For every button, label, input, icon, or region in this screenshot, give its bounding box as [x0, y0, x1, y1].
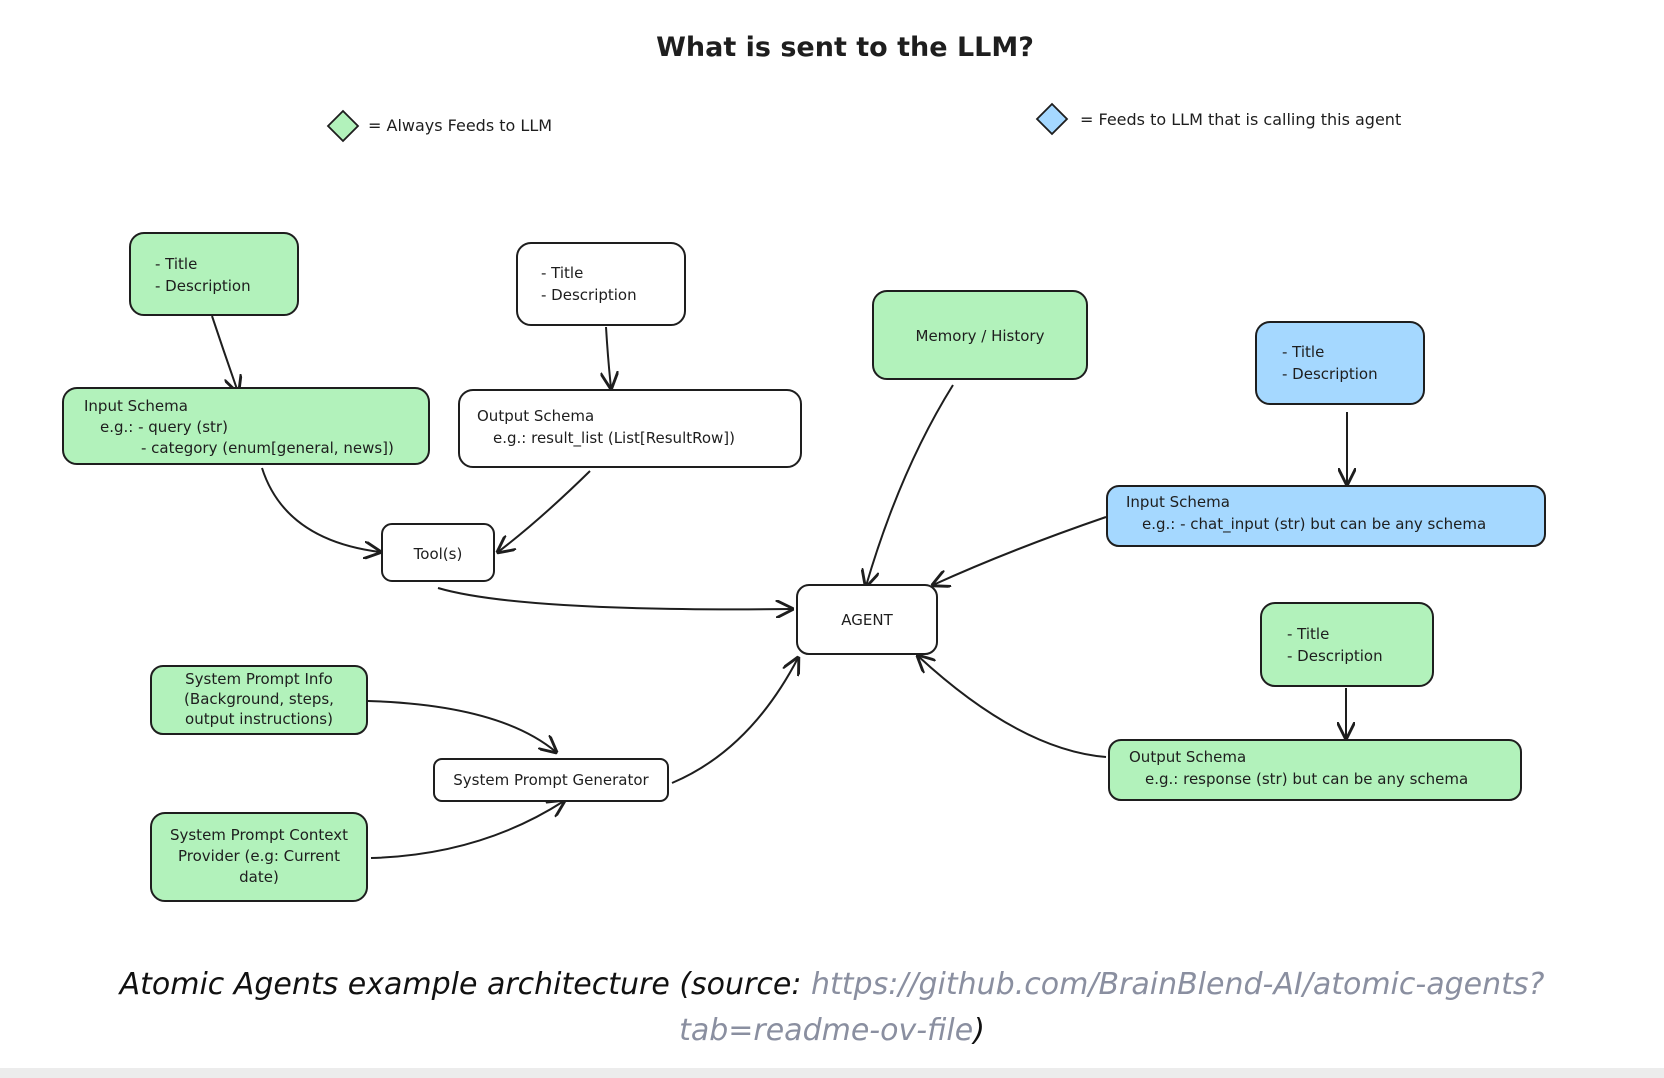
svg-text:Tool(s): Tool(s) [413, 545, 463, 563]
edge-memory-to-agent [866, 384, 954, 586]
calling-input-title-description-node: - Title - Description [1255, 321, 1425, 405]
calling-input-schema-node: Input Schema e.g.: - chat_input (str) bu… [1106, 485, 1546, 547]
input-schema-node: Input Schema e.g.: - query (str) - categ… [62, 387, 430, 465]
edge-output-schema-right-to-agent [918, 656, 1107, 758]
legend-calling: = Feeds to LLM that is calling this agen… [1035, 102, 1401, 136]
svg-text:Provider (e.g: Current: Provider (e.g: Current [178, 847, 340, 865]
svg-text:System Prompt Info: System Prompt Info [185, 670, 333, 688]
caption-close: ) [973, 1013, 985, 1048]
figure-caption: Atomic Agents example architecture (sour… [20, 962, 1644, 1054]
blue-diamond-icon [1035, 102, 1069, 136]
output-right-title-description-node: - Title - Description [1260, 602, 1434, 687]
output-title-description-node: - Title - Description [516, 242, 686, 326]
green-diamond-icon [326, 109, 360, 143]
output-schema-right-node: Output Schema e.g.: response (str) but c… [1108, 739, 1522, 801]
edge-context-to-generator [370, 801, 564, 859]
architecture-diagram: What is sent to the LLM? = Always Feeds … [62, 32, 1546, 902]
caption-text: Atomic Agents example architecture (sour… [119, 967, 811, 1002]
svg-text:e.g.: - chat_input (str) but c: e.g.: - chat_input (str) but can be any … [1142, 515, 1486, 534]
svg-text:e.g.: result_list (List[Result: e.g.: result_list (List[ResultRow]) [493, 429, 735, 448]
edges [211, 315, 1347, 859]
svg-text:System Prompt Generator: System Prompt Generator [453, 771, 649, 789]
system-prompt-context-node: System Prompt Context Provider (e.g: Cur… [150, 812, 368, 902]
edge-info-to-generator [367, 700, 556, 752]
svg-text:- Title: - Title [1282, 343, 1324, 361]
output-schema-node: Output Schema e.g.: result_list (List[Re… [458, 389, 802, 468]
svg-text:System Prompt Context: System Prompt Context [170, 826, 348, 844]
caption-source-link[interactable]: https://github.com/BrainBlend-AI/atomic-… [679, 967, 1545, 1048]
edge-title-to-input-schema [211, 315, 238, 392]
svg-text:- Title: - Title [541, 264, 583, 282]
edge-tools-to-agent [437, 587, 792, 609]
svg-text:- Description: - Description [541, 286, 637, 304]
svg-text:Input Schema: Input Schema [1126, 493, 1230, 511]
legend-calling-label: = Feeds to LLM that is calling this agen… [1080, 110, 1401, 129]
svg-text:(Background, steps,: (Background, steps, [184, 690, 334, 708]
system-prompt-info-node: System Prompt Info (Background, steps, o… [150, 665, 368, 735]
svg-text:- Description: - Description [1287, 647, 1383, 665]
legend-always: = Always Feeds to LLM [326, 109, 552, 143]
edge-title-to-output-schema [606, 326, 611, 388]
svg-text:Input Schema: Input Schema [84, 397, 188, 415]
svg-text:- Title: - Title [155, 255, 197, 273]
svg-text:- category (enum[general, news: - category (enum[general, news]) [141, 439, 394, 457]
svg-text:Output Schema: Output Schema [477, 407, 594, 425]
svg-text:- Title: - Title [1287, 625, 1329, 643]
input-title-description-node: - Title - Description [129, 232, 299, 316]
system-prompt-generator-node: System Prompt Generator [433, 758, 669, 802]
svg-text:e.g.: - query (str): e.g.: - query (str) [100, 418, 228, 436]
legend-always-label: = Always Feeds to LLM [368, 116, 552, 135]
svg-text:Output Schema: Output Schema [1129, 748, 1246, 766]
svg-text:e.g.: response (str) but can b: e.g.: response (str) but can be any sche… [1145, 770, 1468, 788]
svg-text:Memory / History: Memory / History [916, 327, 1045, 345]
svg-text:date): date) [239, 868, 279, 886]
edge-generator-to-agent [671, 658, 798, 784]
tools-node: Tool(s) [381, 523, 495, 582]
svg-text:AGENT: AGENT [841, 611, 893, 629]
edge-input-schema-to-tools [261, 467, 380, 552]
svg-text:- Description: - Description [1282, 365, 1378, 383]
bottom-bar [0, 1068, 1664, 1078]
edge-output-schema-to-tools [498, 470, 591, 552]
svg-text:- Description: - Description [155, 277, 251, 295]
memory-history-node: Memory / History [872, 290, 1088, 380]
agent-node: AGENT [796, 584, 938, 655]
svg-text:output instructions): output instructions) [185, 710, 333, 728]
diagram-title: What is sent to the LLM? [656, 32, 1034, 63]
edge-input-schema-right-to-agent [933, 516, 1107, 585]
